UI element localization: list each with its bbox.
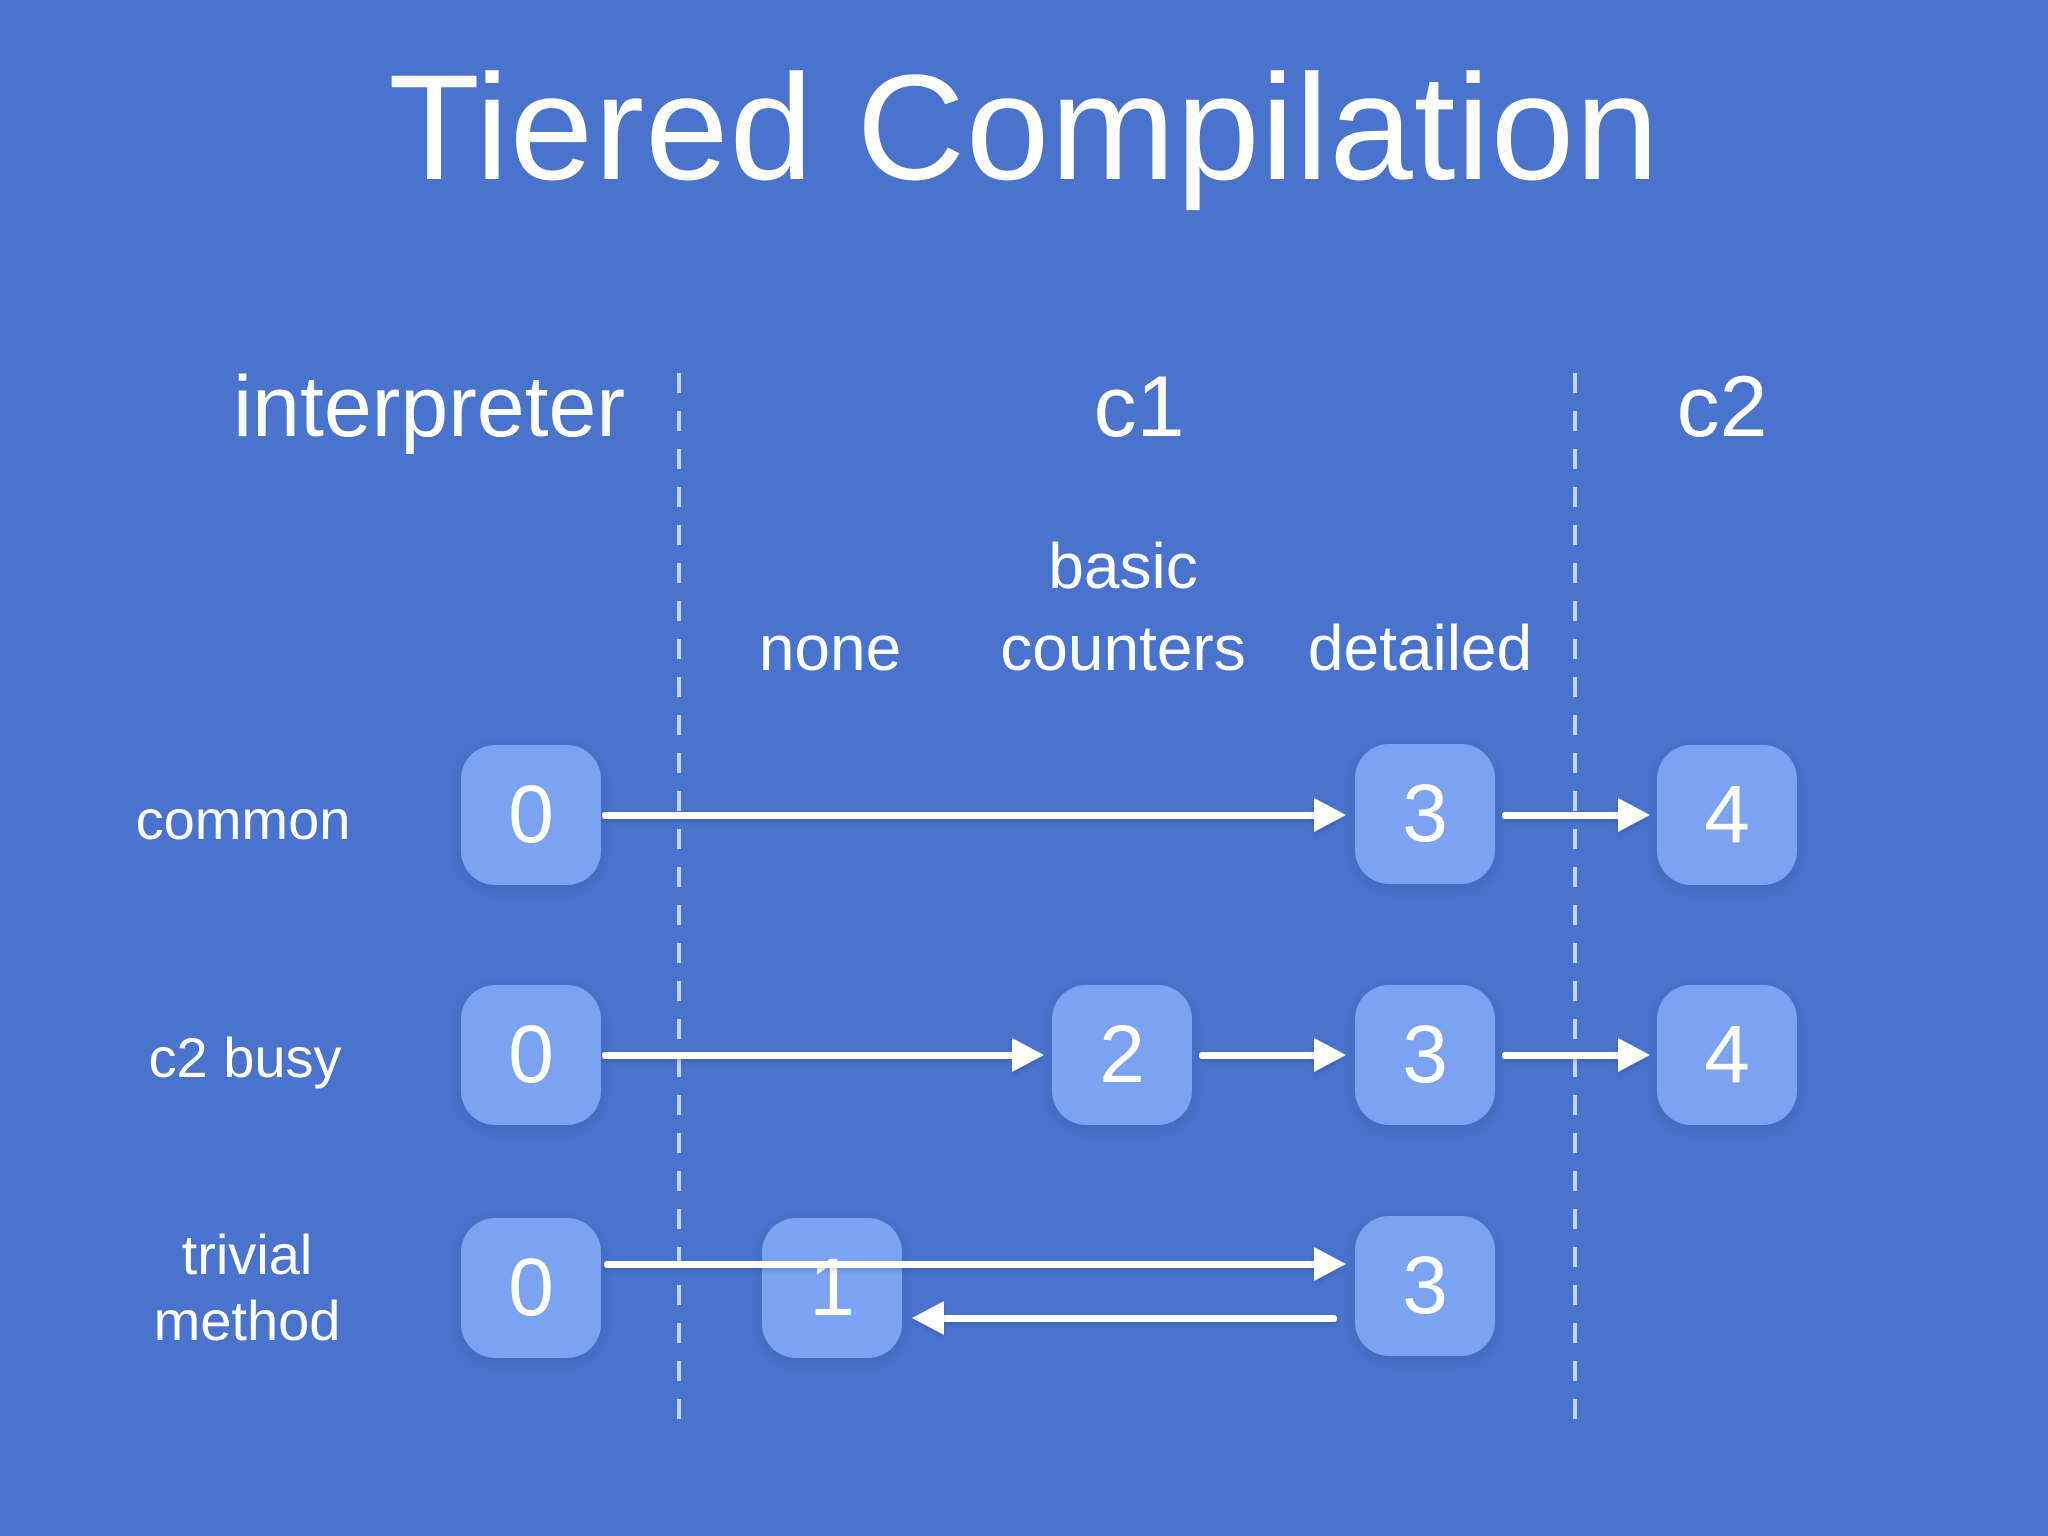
subheader-counters: counters [1000,612,1246,684]
arrow-head-icon [912,1301,944,1335]
tier-box-trivial-3: 3 [1355,1216,1495,1356]
tier-value: 1 [809,1242,855,1333]
tier-box-c2busy-3: 3 [1355,985,1495,1125]
tier-box-common-3: 3 [1355,744,1495,884]
subheader-detailed: detailed [1307,612,1533,684]
tier-value: 4 [1704,1009,1750,1100]
tier-box-common-4: 4 [1657,745,1797,885]
row-label-line1: trivial [181,1223,313,1286]
column-header-c2: c2 [1676,359,1768,455]
tier-value: 4 [1704,769,1750,860]
arrow-head-icon [1314,1038,1346,1072]
tier-value: 3 [1402,1009,1448,1100]
arrow-head-icon [1618,1038,1650,1072]
tier-box-common-0: 0 [461,745,601,885]
tier-value: 3 [1402,1240,1448,1331]
arrow-line [602,1052,1014,1059]
divider-c1-c2 [1573,373,1577,1423]
tier-box-c2busy-4: 4 [1657,985,1797,1125]
arrow-head-icon [1314,798,1346,832]
tier-value: 0 [508,1009,554,1100]
subheader-none: none [758,612,902,684]
page-title: Tiered Compilation [388,43,1660,211]
arrow-line [1502,1052,1620,1059]
tier-value: 3 [1402,768,1448,859]
arrow-line [604,1261,1318,1268]
row-label-trivial-method: trivial method [154,1222,341,1354]
arrow-line [602,812,1318,819]
row-label-common: common [135,788,351,851]
column-header-c1: c1 [1093,359,1185,455]
tier-value: 2 [1099,1009,1145,1100]
column-header-interpreter: interpreter [233,359,625,455]
subheader-basic-line1: basic [1048,530,1198,602]
tier-value: 0 [508,769,554,860]
divider-interpreter-c1 [677,373,681,1423]
arrow-line [1502,812,1620,819]
tier-value: 0 [508,1242,554,1333]
arrow-line [942,1315,1337,1322]
arrow-head-icon [1012,1038,1044,1072]
tier-box-c2busy-0: 0 [461,985,601,1125]
row-label-line2: method [153,1289,341,1352]
row-label-c2-busy: c2 busy [148,1026,342,1089]
tier-box-trivial-1: 1 [762,1218,902,1358]
tier-box-trivial-0: 0 [461,1218,601,1358]
arrow-line [1199,1052,1316,1059]
arrow-head-icon [1314,1247,1346,1281]
tier-box-c2busy-2: 2 [1052,985,1192,1125]
arrow-head-icon [1618,798,1650,832]
